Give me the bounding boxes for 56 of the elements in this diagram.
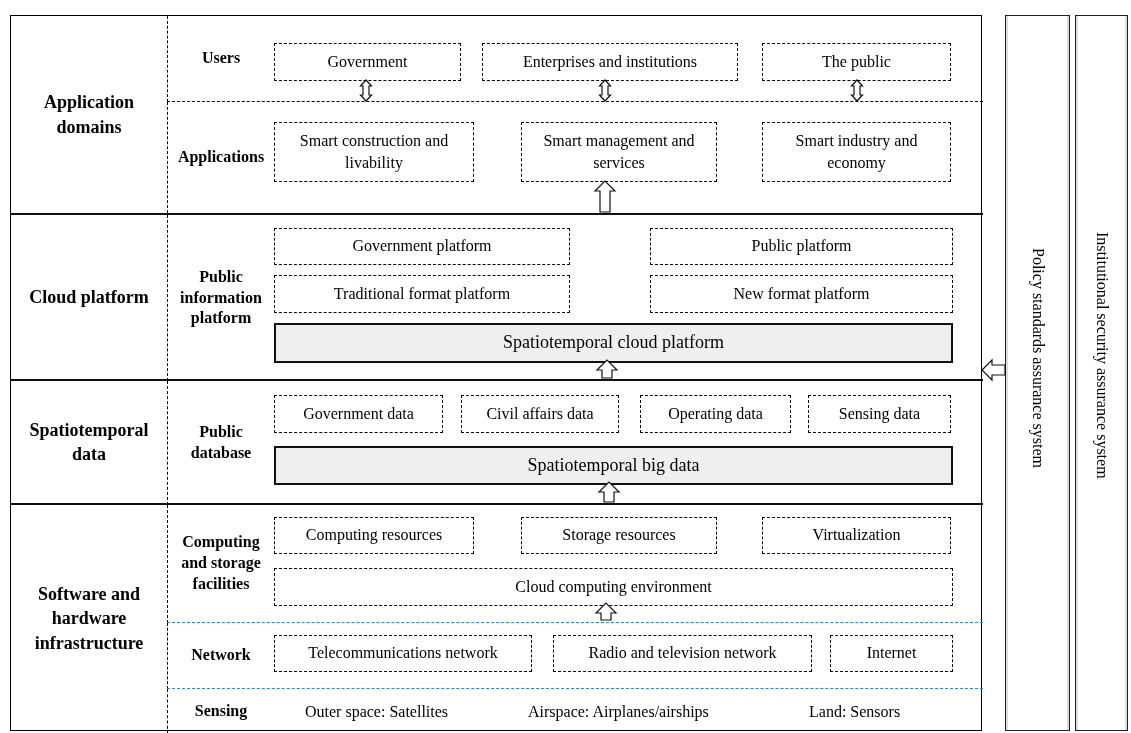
hollow-arrow (594, 602, 618, 621)
dashed-box: Enterprises and institutions (482, 43, 738, 81)
sub-layer-label: Users (200, 48, 242, 69)
dashed-box: Operating data (640, 395, 791, 433)
layer-title: Software and hardware infrastructure (33, 583, 145, 655)
layer-title: Application domains (43, 91, 135, 139)
hollow-arrow (598, 79, 612, 102)
layer-title: Cloud platform (28, 285, 150, 309)
dashed-box: Government platform (274, 228, 570, 265)
sub-layer-label: Network (190, 645, 252, 666)
sub-layer-label: Public database (189, 422, 253, 463)
platform-box: Spatiotemporal big data (274, 446, 953, 485)
hollow-arrow (359, 79, 373, 102)
side-column (1005, 15, 1070, 731)
dashed-box: Internet (830, 635, 953, 672)
dashed-box: Traditional format platform (274, 275, 570, 313)
dashed-box: Smart industry and economy (762, 122, 951, 182)
side-column-title: Institutional security assurance system (1092, 232, 1111, 479)
hollow-arrow (595, 359, 619, 379)
dashed-box: Radio and television network (553, 635, 812, 672)
dashed-box: Virtualization (762, 517, 951, 554)
framework-frame (10, 15, 982, 731)
sub-layer-label: Sensing (193, 701, 249, 722)
sensing-item: Land: Sensors (809, 701, 901, 722)
dashed-box: New format platform (650, 275, 953, 313)
sub-layer-band (167, 505, 983, 623)
sub-layer-label: Public information platform (179, 266, 263, 329)
hollow-arrow (593, 180, 617, 213)
dashed-box: Sensing data (808, 395, 951, 433)
layer-title: Spatiotemporal data (28, 418, 150, 466)
side-column-title: Policy standards assurance system (1028, 248, 1047, 468)
hollow-arrow (850, 79, 864, 102)
hollow-arrow (597, 481, 621, 503)
sub-layer-band (167, 623, 983, 689)
dashed-box: Cloud computing environment (274, 568, 953, 606)
side-column (1075, 15, 1128, 731)
dashed-box: The public (762, 43, 951, 81)
sub-layer-label: Applications (176, 147, 266, 168)
dashed-box: Computing resources (274, 517, 474, 554)
layer-band (11, 503, 983, 732)
dashed-box: Smart construction and livability (274, 122, 474, 182)
sensing-item: Outer space: Satellites (305, 701, 449, 723)
dashed-box: Storage resources (521, 517, 717, 554)
platform-box: Spatiotemporal cloud platform (274, 323, 953, 363)
dashed-box: Smart management and services (521, 122, 717, 182)
dashed-box: Government (274, 43, 461, 81)
dashed-box: Civil affairs data (461, 395, 619, 433)
layer-band (11, 379, 983, 503)
dashed-box: Government data (274, 395, 443, 433)
layer-band (11, 213, 983, 379)
dashed-box: Public platform (650, 228, 953, 265)
sub-layer-label: Computing and storage facilities (180, 532, 262, 594)
sub-layer-band (167, 16, 983, 102)
hollow-arrow (981, 358, 1006, 382)
sensing-item: Airspace: Airplanes/airships (528, 701, 709, 723)
dashed-box: Telecommunications network (274, 635, 532, 672)
